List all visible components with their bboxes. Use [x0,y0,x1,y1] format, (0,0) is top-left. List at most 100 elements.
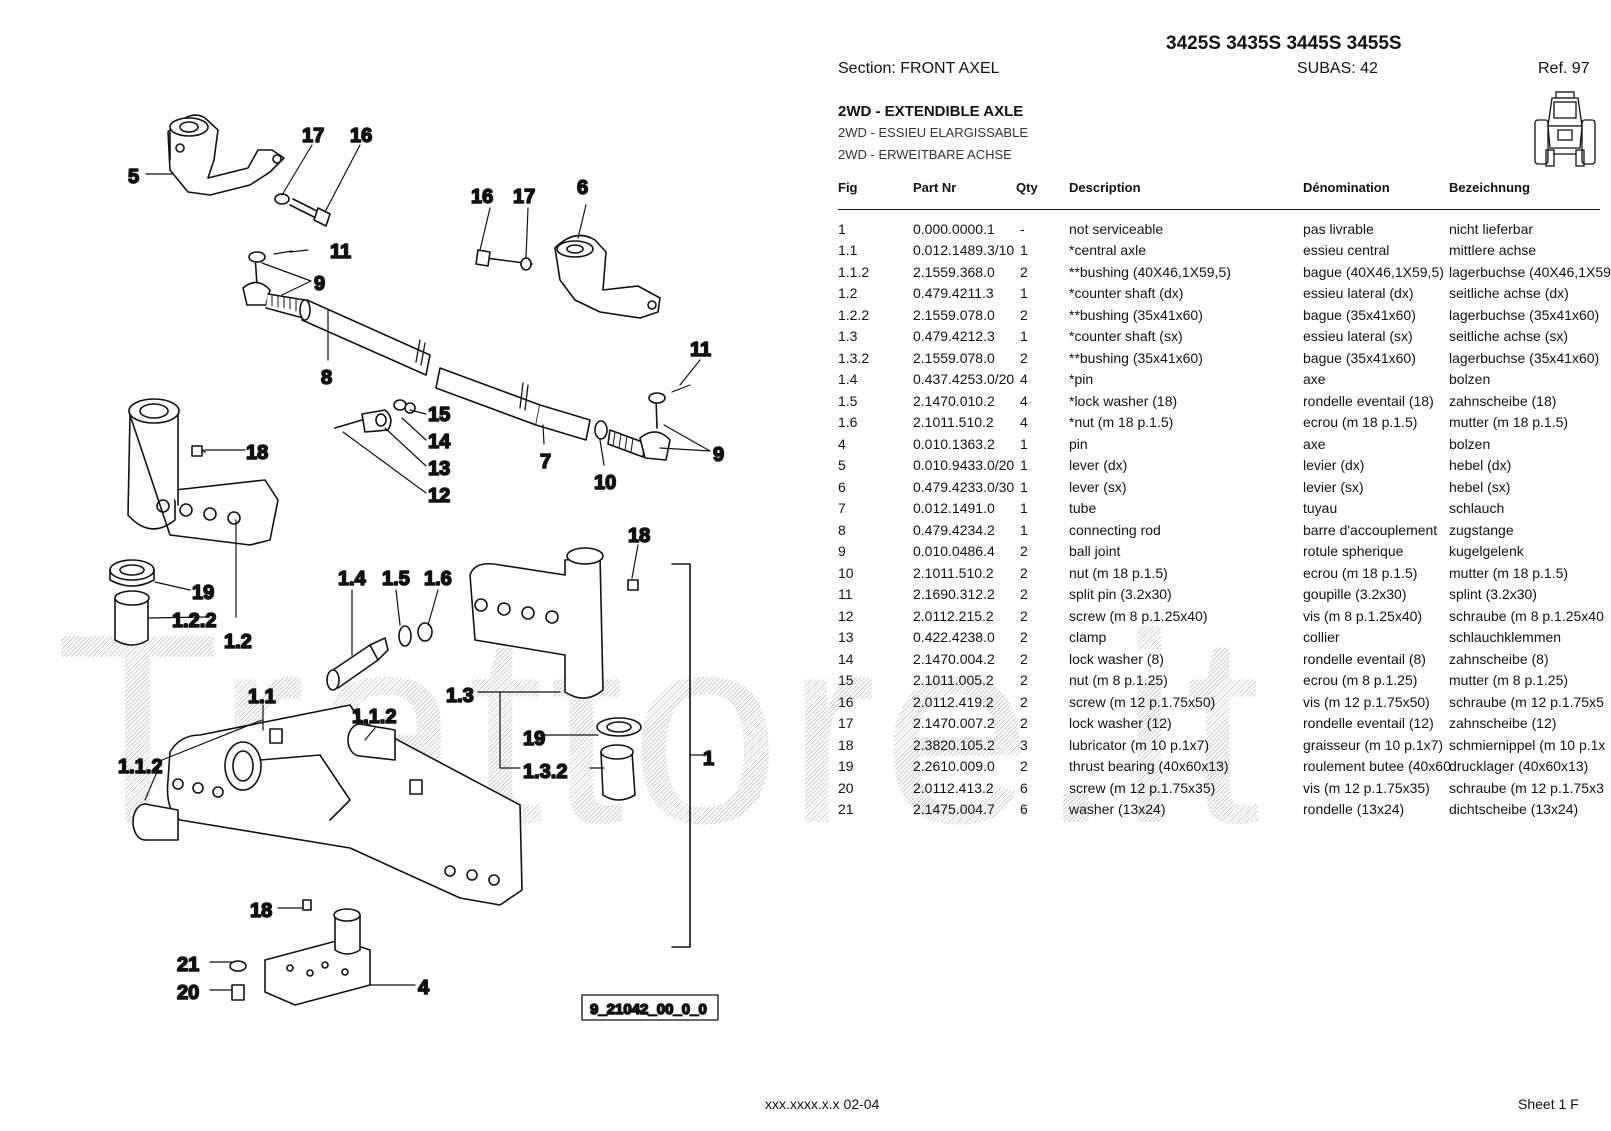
callout-14: 14 [428,431,451,453]
central-axle-1-1 [132,704,523,906]
bearing-19-left [109,559,155,646]
cell-qty: 6 [1020,801,1028,818]
callout-1-2-2: 1.2.2 [172,610,216,632]
assembly-bracket [671,563,691,948]
cell-part-nr: 2.1470.007.2 [913,715,995,732]
callout-16: 16 [471,186,493,208]
cell-denomination: axe [1303,371,1326,388]
cell-bezeichnung: drucklager (40x60x13) [1449,758,1589,775]
cell-fig: 1.3.2 [838,349,870,366]
cell-description: *pin [1069,371,1094,388]
callout-18: 18 [250,900,272,922]
cell-denomination: bague (35x41x60) [1303,349,1416,366]
cell-denomination: tuyau [1303,500,1338,517]
cell-denomination: levier (dx) [1303,457,1365,474]
cell-part-nr: 2.2610.009.0 [913,758,995,775]
cell-denomination: ecrou (m 8 p.1.25) [1303,672,1418,689]
cell-description: **bushing (35x41x60) [1069,306,1203,323]
callout-1-4: 1.4 [338,568,367,590]
cell-description: lubricator (m 10 p.1x7) [1069,736,1210,753]
cell-fig: 7 [838,500,846,517]
cell-denomination: essieu lateral (sx) [1303,328,1413,345]
cell-bezeichnung: lagerbuchse (35x41x60) [1449,349,1600,366]
cell-description: tube [1069,500,1097,517]
callout-1-1-2: 1.1.2 [352,706,396,728]
cell-description: screw (m 12 p.1.75x35) [1069,779,1216,796]
callout-21: 21 [177,954,199,976]
cell-part-nr: 2.1011.005.2 [913,672,994,689]
model-list: 3425S 3435S 3445S 3455S [1166,33,1402,54]
cell-description: pin [1069,435,1088,452]
drawing-code: 9_21042_00_0_0 [590,1001,707,1018]
callout-15: 15 [428,404,450,426]
subas-label: SUBAS: 42 [1297,60,1378,77]
cell-qty: 4 [1020,371,1028,388]
callout-9: 9 [314,273,325,295]
cell-description: *counter shaft (dx) [1069,285,1184,302]
callout-1-1-2: 1.1.2 [118,756,162,778]
cell-qty: 2 [1020,543,1028,560]
lever-5-part [167,114,285,196]
page-title-de: 2WD - ERWEITBARE ACHSE [838,147,1012,162]
cell-part-nr: 2.3820.105.2 [913,736,995,753]
leader-lines [144,144,711,991]
cell-fig: 11 [838,586,853,603]
cell-qty: 2 [1020,306,1028,323]
callout-1: 1 [703,748,714,770]
cell-bezeichnung: mittlere achse [1449,242,1537,259]
cell-denomination: vis (m 8 p.1.25x40) [1303,607,1423,624]
cell-denomination: rondelle eventail (8) [1303,650,1426,667]
cell-qty: 1 [1020,457,1028,474]
cell-qty: 1 [1020,242,1028,259]
column-header-denomination: Dénomination [1303,180,1390,195]
cell-part-nr: 0.010.1363.2 [913,435,995,452]
cell-fig: 16 [838,693,854,710]
column-header-part-nr: Part Nr [913,180,957,195]
cell-qty: 2 [1020,607,1028,624]
cell-qty: 1 [1020,435,1028,452]
cell-part-nr: 0.437.4253.0/20 [913,371,1015,388]
cell-fig: 21 [838,801,854,818]
callout-11: 11 [690,339,711,361]
cell-qty: 4 [1020,392,1028,409]
page-title-fr: 2WD - ESSIEU ELARGISSABLE [838,125,1029,140]
callout-1-3: 1.3 [446,685,474,707]
cell-part-nr: 2.1470.010.2 [913,392,995,409]
cell-description: nut (m 18 p.1.5) [1069,564,1168,581]
cell-part-nr: 0.479.4211.3 [913,285,994,302]
cell-fig: 1.4 [838,371,858,388]
cell-denomination: essieu central [1303,242,1390,259]
callout-17: 17 [302,125,324,147]
cell-bezeichnung: zahnscheibe (8) [1449,650,1549,667]
cell-bezeichnung: kugelgelenk [1449,543,1524,560]
cell-bezeichnung: zugstange [1449,521,1514,538]
cell-part-nr: 2.1690.312.2 [913,586,995,603]
cell-bezeichnung: mutter (m 18 p.1.5) [1449,564,1569,581]
cell-qty: 2 [1020,564,1028,581]
cell-description: *central axle [1069,242,1147,259]
cell-description: ball joint [1069,543,1121,560]
connecting-rod-8 [299,299,591,441]
cell-denomination: rotule spherique [1303,543,1404,560]
cell-denomination: vis (m 12 p.1.75x35) [1303,779,1430,796]
counter-shaft-1-3 [469,547,639,699]
lever-6-part [475,234,661,319]
cell-bezeichnung: mutter (m 8 p.1.25) [1449,672,1569,689]
cell-fig: 17 [838,715,854,732]
callout-8: 8 [321,367,332,389]
cell-qty: 3 [1020,736,1028,753]
cell-description: **bushing (35x41x60) [1069,349,1203,366]
cell-part-nr: 2.1559.078.0 [913,349,995,366]
cell-fig: 9 [838,543,846,560]
cell-bezeichnung: hebel (dx) [1449,457,1512,474]
